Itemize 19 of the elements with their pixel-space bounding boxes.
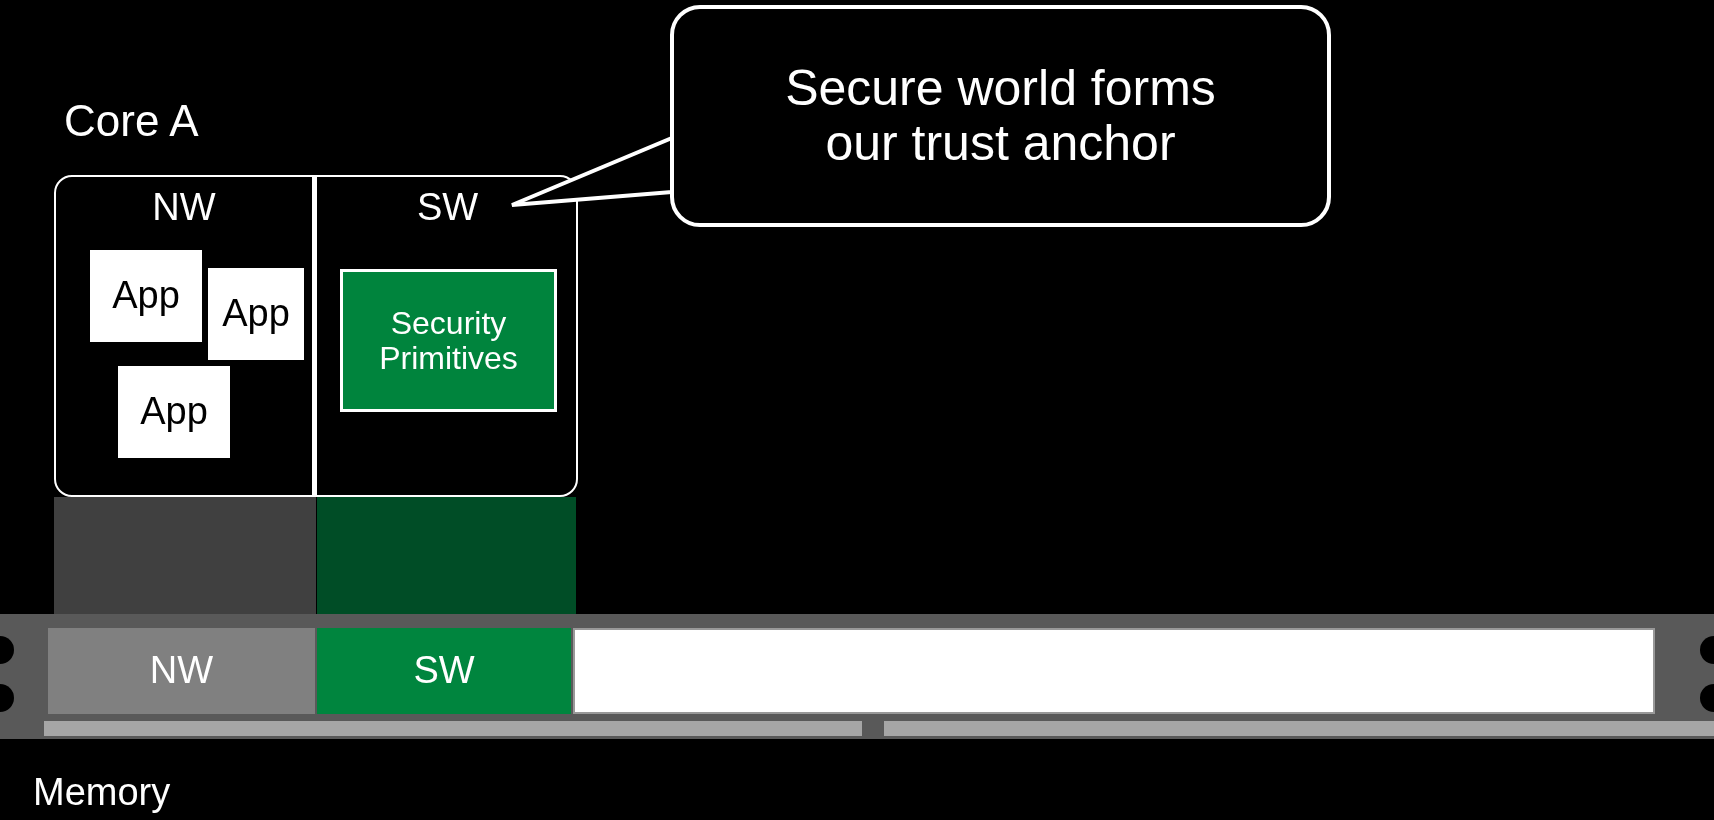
label: NW bbox=[151, 187, 217, 229]
label: Secure world forms our trust anchor bbox=[784, 61, 1217, 171]
app-card bbox=[208, 268, 304, 360]
label: SW bbox=[415, 187, 480, 229]
label: Security Primitives bbox=[378, 305, 519, 376]
speech-bubble bbox=[670, 5, 1331, 227]
label: App bbox=[111, 275, 181, 317]
heading: Core A bbox=[64, 97, 199, 146]
security-primitives-box bbox=[340, 269, 557, 412]
memory-segment bbox=[573, 628, 1655, 714]
label: App bbox=[221, 293, 291, 335]
label: App bbox=[139, 391, 209, 433]
memory-segment bbox=[317, 628, 571, 714]
label: NW bbox=[148, 650, 215, 692]
app-card bbox=[90, 250, 202, 342]
label: SW bbox=[412, 650, 476, 692]
app-card bbox=[118, 366, 230, 458]
heading: Memory bbox=[33, 772, 171, 814]
memory-segment bbox=[48, 628, 315, 714]
